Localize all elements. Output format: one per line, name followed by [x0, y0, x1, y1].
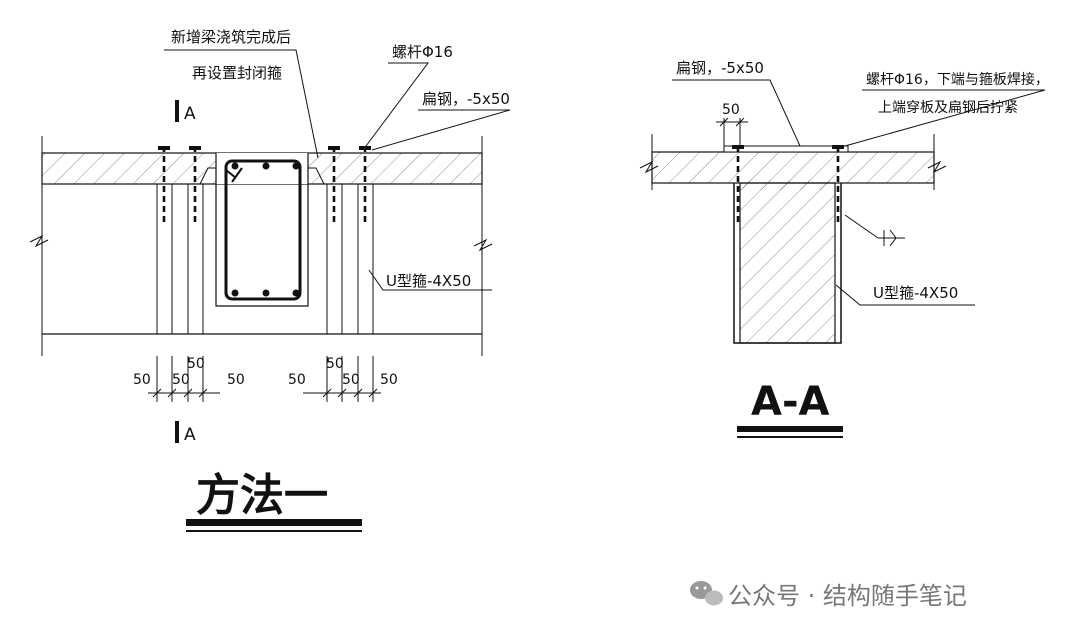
dim-label: 50	[133, 372, 151, 388]
method-one-title: 方法一	[196, 470, 328, 521]
dim-label: 50	[342, 372, 360, 388]
section-aa-drawing: 50 扁钢，-5x50 螺杆Φ16，下端与箍板焊接， 上端穿板及扁钢后拧紧 U型…	[639, 59, 1049, 438]
new-beam-outline	[215, 153, 309, 307]
rebar-cage	[224, 159, 302, 301]
u-stirrup-label: U型箍-4X50	[386, 272, 471, 290]
dim-label: 50	[172, 372, 190, 388]
weld-symbol	[844, 214, 905, 247]
u-stirrup-plate	[156, 183, 173, 335]
title-underline-thick	[186, 519, 362, 526]
watermark: 公众号 · 结构随手笔记	[690, 581, 967, 610]
flat-steel-leader	[371, 109, 511, 151]
dim-label: 50	[380, 372, 398, 388]
title-underline-thin	[186, 530, 362, 532]
break-mark-left	[29, 234, 49, 248]
note-line2: 再设置封闭箍	[192, 64, 282, 82]
floor-slab-right	[651, 151, 935, 184]
bolt-label-aa-line1: 螺杆Φ16，下端与箍板焊接，	[866, 71, 1049, 88]
method-one-drawing: 新增梁浇筑完成后 再设置封闭箍 螺杆Φ16 扁钢，-5x50 U型箍-4X50 …	[29, 28, 511, 532]
note-leader	[164, 49, 319, 159]
dim-label: 50	[288, 372, 306, 388]
break-mark-left-aa	[639, 160, 659, 174]
break-mark-right-aa	[927, 160, 947, 174]
u-stirrup-label-aa: U型箍-4X50	[873, 284, 958, 302]
bolt-leader-aa	[844, 89, 1046, 147]
flat-steel-label-aa: 扁钢，-5x50	[676, 59, 764, 77]
dimension-line	[148, 356, 381, 402]
flat-steel-leader-aa	[672, 79, 801, 147]
bolt-leader	[365, 62, 429, 147]
dim-label: 50	[326, 356, 344, 372]
u-stirrup-plate	[187, 183, 204, 335]
flat-steel-label: 扁钢，-5x50	[422, 90, 510, 108]
watermark-text: 公众号 · 结构随手笔记	[728, 582, 967, 610]
bolt-label: 螺杆Φ16	[392, 43, 453, 61]
break-mark-right	[473, 238, 493, 252]
wechat-icon	[690, 581, 723, 606]
u-stirrup-leader	[368, 269, 492, 291]
u-stirrup-plate	[326, 183, 343, 335]
bolt-label-aa-line2: 上端穿板及扁钢后拧紧	[878, 100, 1018, 116]
section-mark-bottom: A	[184, 425, 196, 445]
dim-label: 50	[227, 372, 245, 388]
u-stirrup-leader-aa	[835, 284, 975, 306]
note-line1: 新增梁浇筑完成后	[171, 28, 291, 46]
flat-steel-plate	[723, 145, 849, 153]
dim-label: 50	[187, 356, 205, 372]
new-beam-section	[739, 182, 836, 344]
section-title-underline-thin	[737, 436, 843, 438]
dim-top-label: 50	[722, 102, 740, 118]
section-title: A-A	[751, 379, 830, 425]
u-stirrup-plate	[357, 183, 374, 335]
section-title-underline-thick	[737, 426, 843, 432]
section-mark-top: A	[184, 104, 196, 124]
dimension-top	[716, 117, 748, 146]
